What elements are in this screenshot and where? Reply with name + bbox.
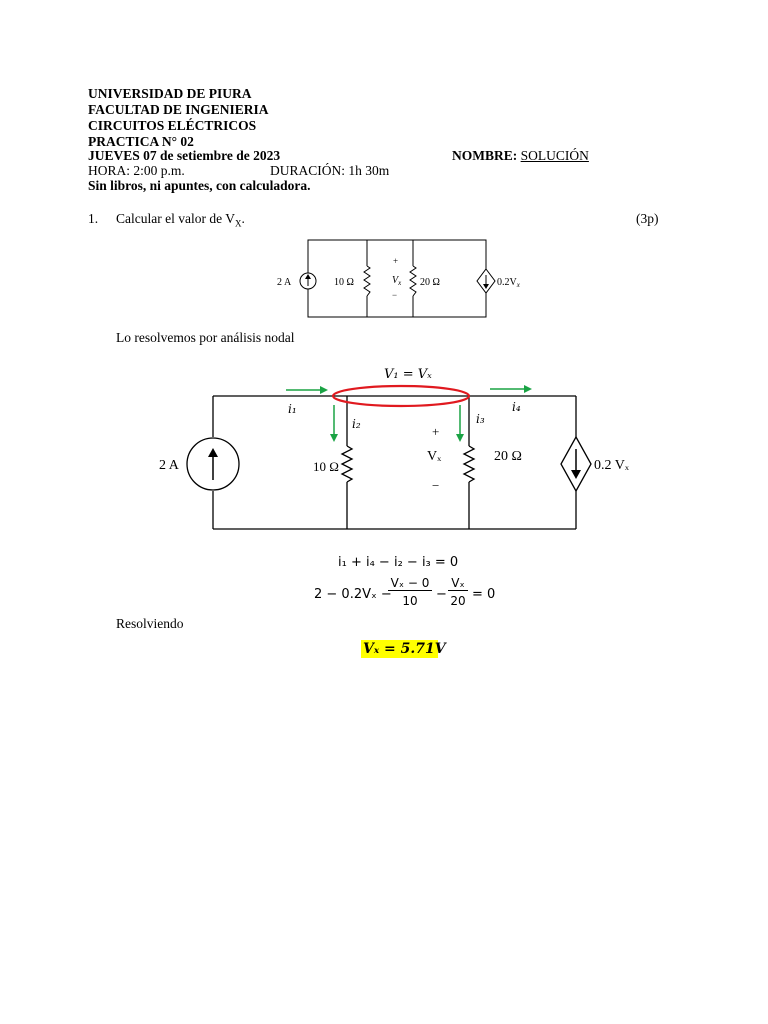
question-text-main: Calcular el valor de V: [116, 211, 235, 226]
i4-arrowhead-icon: [524, 385, 532, 393]
i1-label: i₁: [288, 402, 297, 416]
question-text-sub: X: [234, 218, 242, 229]
i2-arrowhead-icon: [330, 434, 338, 442]
university-name: UNIVERSIDAD DE PIURA: [88, 86, 252, 101]
small-plus-label: +: [393, 256, 398, 266]
solving-text: Resolviendo: [116, 616, 184, 631]
small-vx-label: Vx: [392, 275, 402, 287]
small-r1-label: 10 Ω: [334, 277, 354, 288]
eq2-lead: 2 − 0.2Vₓ −: [314, 587, 392, 602]
resistor-10-icon: [340, 445, 354, 483]
dep-value-label: 0.2 Vₓ: [594, 458, 630, 473]
small-r1-gap: [362, 266, 372, 296]
eq2-frac2-num: Vₓ: [448, 576, 468, 591]
minus-label: −: [432, 478, 439, 493]
question-number: 1.: [88, 211, 99, 226]
small-dep-arrowhead-icon: [483, 284, 489, 289]
exam-rules: Sin libros, ni apuntes, con calculadora.: [88, 178, 311, 193]
name-value: SOLUCIÓN: [520, 148, 589, 163]
exam-date: JUEVES 07 de setiembre de 2023: [88, 148, 281, 163]
small-minus-label: −: [392, 290, 397, 300]
resistor-20-icon: [462, 445, 476, 483]
eq2-frac2-den: 20: [450, 594, 466, 608]
big-circuit-wires: [212, 395, 577, 530]
small-resistor-20-icon: [409, 265, 417, 297]
i3-label: i₃: [476, 412, 485, 426]
small-dep-sub: x: [516, 281, 521, 289]
question-text-end: .: [241, 211, 245, 226]
small-dep-main: 0.2V: [497, 277, 518, 288]
question-text: Calcular el valor de VX.: [116, 211, 245, 232]
small-r2-gap: [408, 266, 418, 296]
small-vx-sub: x: [397, 279, 402, 287]
current-arrows: [286, 385, 532, 442]
faculty-name: FACULTAD DE INGENIERIA: [88, 102, 269, 117]
kcl-equation: i₁ + i₄ − i₂ − i₃ = 0: [338, 555, 459, 570]
small-r2-label: 20 Ω: [420, 277, 440, 288]
vx-label: Vₓ: [427, 449, 442, 464]
answer-highlight: [361, 640, 438, 658]
eq2-frac1-num: Vₓ − 0: [388, 576, 432, 591]
name-field: NOMBRE: SOLUCIÓN: [452, 148, 589, 164]
small-dep-label: 0.2Vx: [497, 277, 521, 289]
answer-text: Vₓ = 5.71V: [363, 641, 446, 657]
node-voltage-label: V₁ = Vₓ: [384, 367, 432, 382]
i1-arrowhead-icon: [320, 386, 328, 394]
small-source-label: 2 A: [277, 277, 292, 288]
course-name: CIRCUITOS ELÉCTRICOS: [88, 118, 257, 133]
name-label: NOMBRE:: [452, 148, 518, 163]
i4-label: i₄: [512, 400, 521, 414]
eq2-minus: −: [436, 587, 447, 602]
small-source-arrowhead-icon: [305, 274, 311, 279]
small-vx-main: V: [392, 275, 400, 286]
practice-number: PRACTICA N° 02: [88, 134, 194, 149]
source-value-label: 2 A: [159, 458, 180, 473]
i3-arrowhead-icon: [456, 434, 464, 442]
eq2-frac1-den: 10: [402, 594, 418, 608]
r1-value-label: 10 Ω: [313, 459, 339, 474]
exam-time: HORA: 2:00 p.m.: [88, 163, 185, 178]
node-ellipse: [331, 384, 471, 408]
eq2-end: = 0: [472, 587, 496, 602]
small-resistor-10-icon: [363, 265, 371, 297]
question-points: (3p): [636, 211, 659, 226]
i2-label: i₂: [352, 417, 361, 431]
dep-arrowhead-icon: [571, 470, 581, 479]
source-arrowhead-icon: [208, 448, 218, 457]
exam-duration: DURACIÓN: 1h 30m: [270, 163, 390, 178]
method-text: Lo resolvemos por análisis nodal: [116, 330, 295, 345]
plus-label: +: [432, 424, 439, 439]
r2-value-label: 20 Ω: [494, 449, 522, 464]
